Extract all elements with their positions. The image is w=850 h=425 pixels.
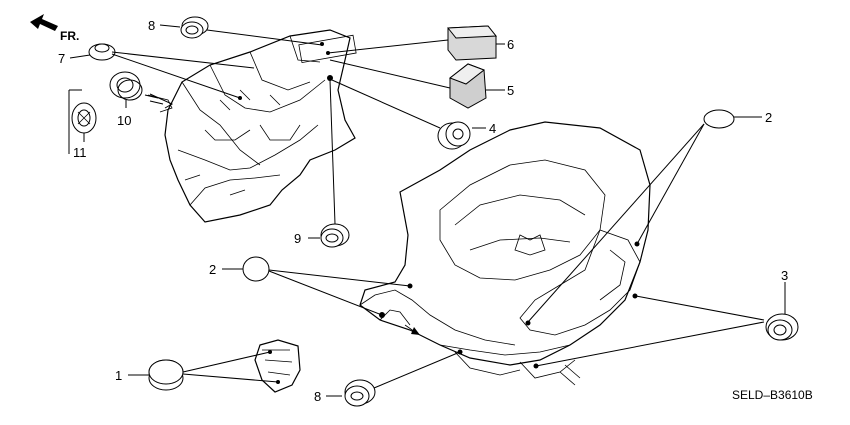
rear-body-shell	[147, 94, 651, 386]
front-direction-label: FR.	[60, 29, 79, 43]
grommet-part-3	[765, 313, 799, 341]
grommet-part-10	[109, 71, 143, 101]
diagram-code: SELD–B3610B	[732, 388, 813, 402]
callout-3: 3	[781, 268, 788, 283]
callout-10: 10	[117, 113, 131, 128]
front-direction-arrow: FR.	[30, 14, 79, 43]
sealing-pad-part-5	[448, 63, 487, 109]
seal-part-2-left	[242, 256, 270, 282]
clip-part-11	[71, 102, 97, 134]
mount-bracket	[254, 339, 301, 393]
leader-lines	[68, 24, 786, 397]
grommet-part-7	[88, 43, 116, 61]
callout-4: 4	[489, 121, 496, 136]
callout-2-left: 2	[209, 262, 216, 277]
grommet-part-8-bottom	[344, 379, 376, 407]
grommet-part-8-top	[180, 16, 209, 39]
callout-2-right: 2	[765, 110, 772, 125]
callout-5: 5	[507, 83, 514, 98]
seal-part-2-right	[703, 109, 735, 129]
callout-11: 11	[73, 145, 87, 160]
callout-7: 7	[58, 51, 65, 66]
callout-1: 1	[115, 368, 122, 383]
callout-8-bottom: 8	[314, 389, 321, 404]
callout-labels: 8 7 10 11 6 5 4 2 9 2 3 1 8	[58, 18, 788, 404]
sealing-pad-part-6	[446, 25, 498, 61]
grommet-part-9	[320, 223, 350, 248]
plug-part-1	[148, 359, 184, 391]
grommet-part-4	[437, 121, 471, 150]
callout-9: 9	[294, 231, 301, 246]
front-body-shell	[164, 29, 357, 223]
callout-8-top: 8	[148, 18, 155, 33]
callout-6: 6	[507, 37, 514, 52]
